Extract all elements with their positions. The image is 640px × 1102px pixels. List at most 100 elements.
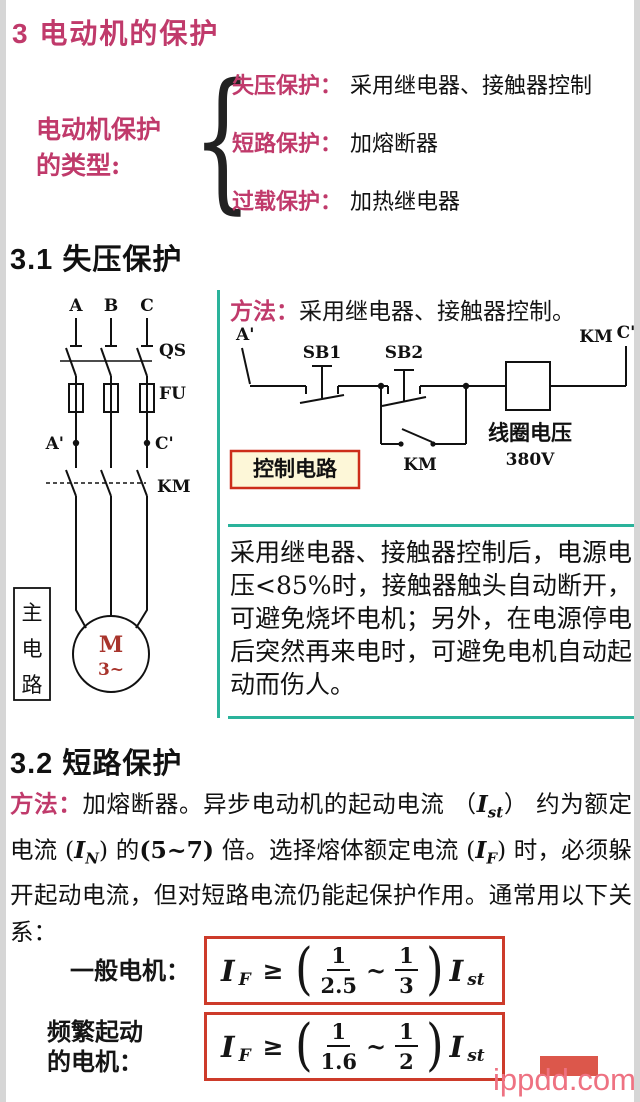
math-sub: st <box>467 1045 485 1066</box>
list-item: 失压保护： 采用继电器、接触器控制 <box>232 72 592 101</box>
tilde-symbol: ~ <box>366 956 387 985</box>
type-name: 过载保护： <box>232 189 343 215</box>
close-paren: ) <box>425 1013 444 1079</box>
geq-symbol: ≥ <box>262 956 284 985</box>
section-31-right-column: 方法：采用继电器、接触器控制。 <box>228 292 634 720</box>
math-var: I <box>74 835 86 864</box>
formula-label-frequent-start: 频繁起动 的电机： <box>0 1017 190 1077</box>
types-label-line2: 的类型: <box>36 151 121 180</box>
math-var: I <box>221 953 235 988</box>
control-circuit-caption-box: 控制电路 <box>229 449 361 490</box>
ctrl-c-prime-label: C' <box>617 324 634 343</box>
denominator: 2.5 <box>320 973 358 998</box>
math-var: I <box>476 790 488 818</box>
control-circuit-diagram: A' C' SB1 SB2 KM KM 线圈电压 380V 控制电路 <box>229 324 634 490</box>
list-item: 短路保护： 加熔断器 <box>232 130 592 159</box>
watermark-badge <box>540 1056 598 1076</box>
c-prime-label: C' <box>155 434 174 454</box>
motor-symbol: M 3~ <box>98 632 124 680</box>
numerator: 1 <box>327 1019 351 1047</box>
math-sub: st <box>487 803 504 822</box>
method-label: 方法： <box>10 790 83 818</box>
main-circuit-diagram: A B C QS FU A' C' KM M 3~ 主 电 路 <box>13 296 191 701</box>
types-items: 失压保护： 采用继电器、接触器控制 短路保护： 加熔断器 过载保护： 加热继电器 <box>232 72 592 217</box>
control-circuit-wires <box>241 346 627 445</box>
coil-voltage-caption: 线圈电压 380V <box>488 420 572 470</box>
math-sub: N <box>85 849 99 868</box>
ctrl-a-prime-label: A' <box>235 325 254 345</box>
types-label: 电动机保护 的类型: <box>36 112 161 184</box>
control-circuit-labels: A' C' SB1 SB2 KM KM <box>235 324 634 475</box>
geq-symbol: ≥ <box>262 1032 284 1061</box>
km-coil-label: KM <box>579 327 613 347</box>
paragraph-text: ) 的 <box>98 835 140 864</box>
numerator: 1 <box>327 943 351 971</box>
km-label: KM <box>157 477 191 497</box>
motor-3ph-label: 3~ <box>98 660 124 680</box>
page-title: 3 电动机的保护 <box>12 18 220 49</box>
math-sub: F <box>238 969 251 990</box>
method-label: 方法： <box>230 298 299 325</box>
tilde-symbol: ~ <box>366 1032 387 1061</box>
coil-voltage-value: 380V <box>506 450 555 470</box>
teal-horizontal-divider-bottom <box>228 716 634 719</box>
coil-voltage-text: 线圈电压 <box>488 420 572 445</box>
sb1-label: SB1 <box>303 343 341 363</box>
formula-label-line1: 频繁起动 <box>47 1016 143 1046</box>
numerator: 1 <box>395 1019 418 1047</box>
type-desc: 加熔断器 <box>350 132 439 157</box>
section-32-heading: 3.2 短路保护 <box>10 748 183 780</box>
list-item: 过载保护： 加热继电器 <box>232 188 592 217</box>
type-name: 短路保护： <box>232 131 343 157</box>
types-label-line1: 电动机保护 <box>36 115 162 144</box>
km-aux-label: KM <box>403 455 437 475</box>
main-circuit-caption-box: 主 电 路 <box>13 587 51 701</box>
motor-m-label: M <box>99 632 123 658</box>
sb2-label: SB2 <box>385 343 423 363</box>
math-sub: F <box>238 1045 251 1066</box>
main-circuit-labels: A B C QS FU A' C' KM <box>45 296 191 497</box>
math-sub: F <box>486 849 497 868</box>
denominator: 2 <box>399 1049 414 1074</box>
paragraph-text: 加熔断器。异步电动机的起动电流 （ <box>82 790 477 818</box>
caption-char-3: 路 <box>22 673 43 697</box>
formula-label-general: 一般电机： <box>70 955 190 985</box>
type-desc: 采用继电器、接触器控制 <box>350 74 593 99</box>
teal-horizontal-divider-top <box>228 524 634 527</box>
teal-vertical-divider <box>217 290 220 718</box>
numerator: 1 <box>395 943 418 971</box>
method-text: 采用继电器、接触器控制。 <box>299 299 575 325</box>
math-sub: st <box>467 969 485 990</box>
control-circuit-caption: 控制电路 <box>253 456 338 481</box>
paragraph-text: ) 时，必须躲开起动电流，但对短路电流仍能起保护作用。通常用以下关系： <box>10 835 633 947</box>
open-paren: ( <box>294 937 313 1003</box>
phase-a-label: A <box>68 296 83 316</box>
explanation-paragraph: 采用继电器、接触器控制后，电源电压<85%时，接触器触头自动断开，可避免烧坏电机… <box>230 538 632 699</box>
caption-char-1: 主 <box>22 601 43 625</box>
paragraph-text: 倍。选择熔体额定电流 ( <box>214 835 476 864</box>
math-var: I <box>221 1029 235 1064</box>
type-desc: 加热继电器 <box>350 190 461 215</box>
control-junction-dots <box>377 382 470 447</box>
type-name: 失压保护： <box>232 73 343 99</box>
qs-label: QS <box>159 341 186 361</box>
paragraph-text: ） 约为额定电流 ( <box>10 790 632 864</box>
phase-c-label: C <box>140 296 154 316</box>
right-edge-border <box>634 0 640 1102</box>
open-paren: ( <box>294 1013 313 1079</box>
watermark-text: ippdd.com <box>492 1062 636 1097</box>
close-paren: ) <box>425 937 444 1003</box>
method-line: 方法：采用继电器、接触器控制。 <box>230 292 575 326</box>
protection-types-block: 电动机保护 的类型: { 失压保护：采用继电器、接触器控制 短路保护：加熔断器 … <box>36 60 622 232</box>
fu-label: FU <box>159 384 186 404</box>
junction-dots <box>72 439 151 447</box>
caption-char-2: 电 <box>22 637 43 661</box>
math-var: I <box>449 953 464 988</box>
